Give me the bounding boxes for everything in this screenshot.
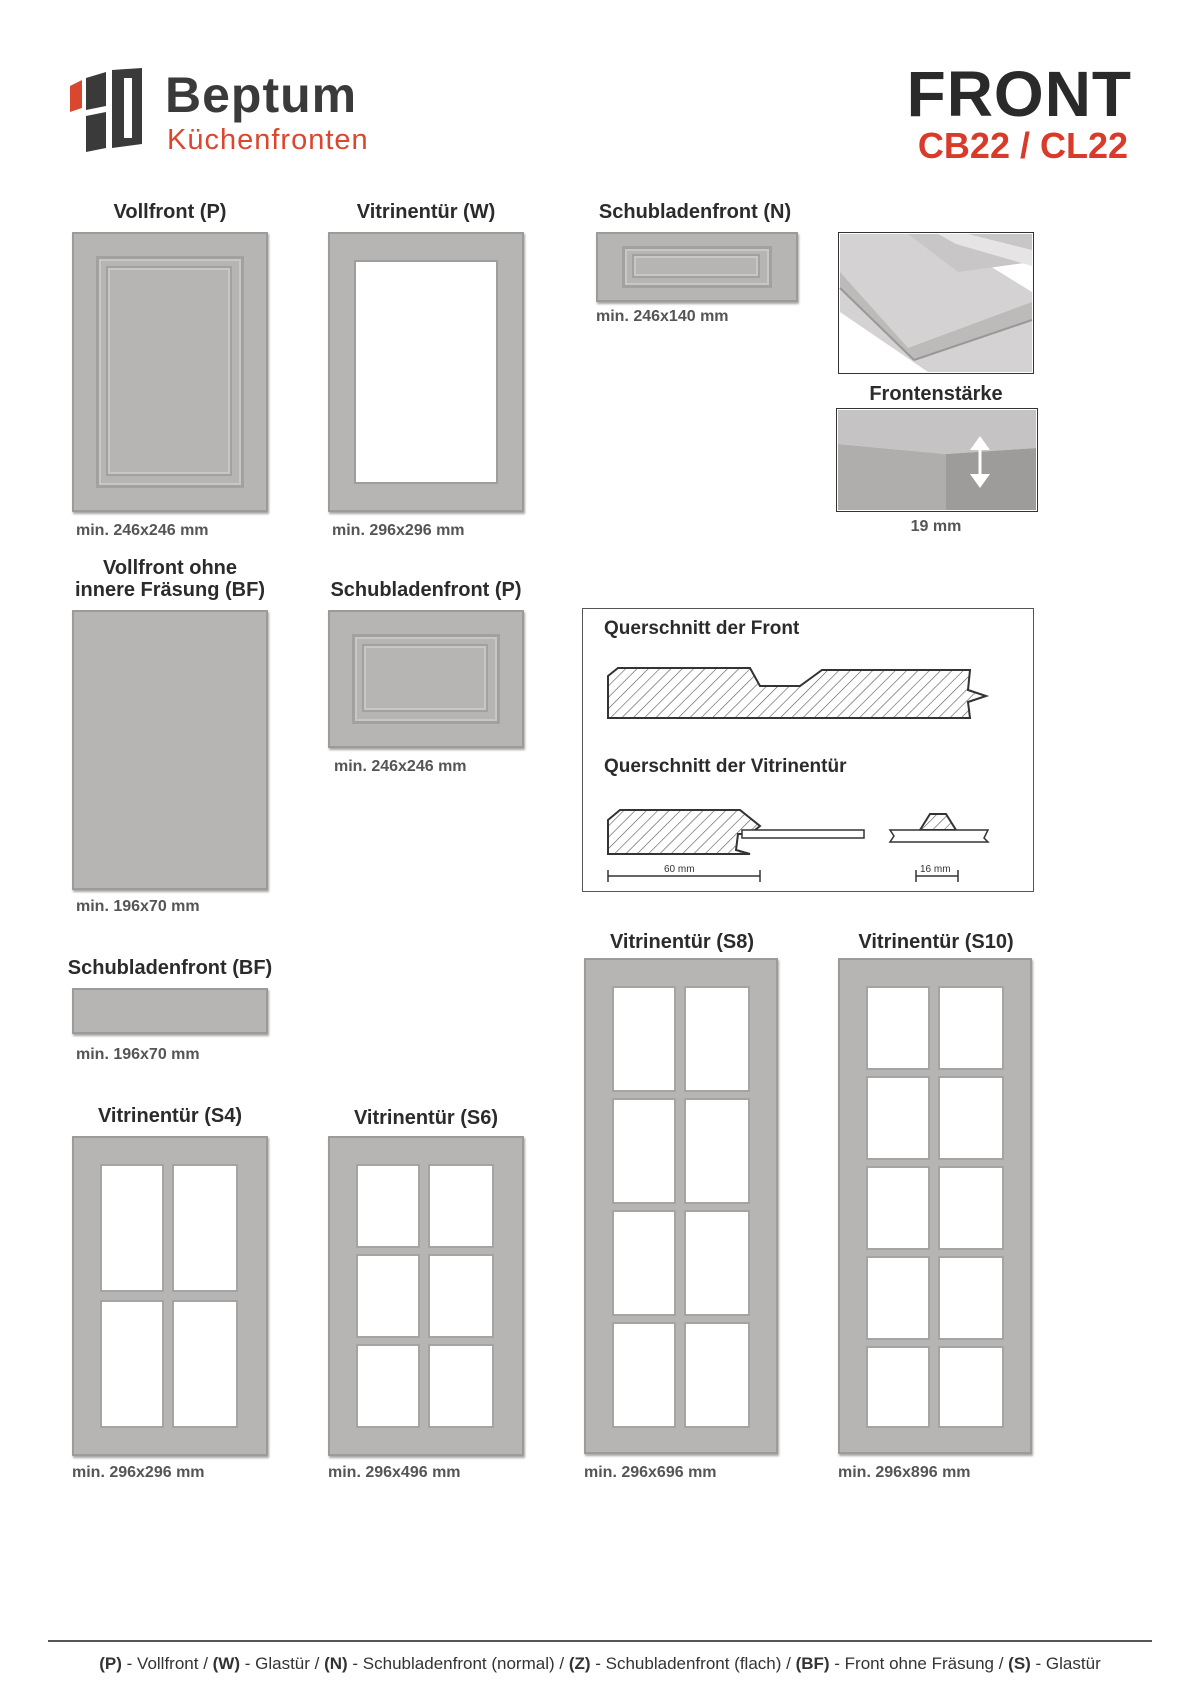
legend-code-z: (Z): [568, 1654, 591, 1673]
legend-code-n: (N): [324, 1654, 348, 1673]
page-title: FRONT: [906, 58, 1132, 130]
cross-section-vitrine-title: Querschnitt der Vitrinentür: [604, 756, 847, 777]
thickness-label: Frontenstärke: [869, 383, 1003, 405]
footer-divider: [48, 1640, 1152, 1642]
dim-schublade-n: min. 246x140 mm: [596, 308, 729, 325]
legend-text-p: - Vollfront /: [121, 1654, 213, 1673]
cross-section-dim-16: 16 mm: [920, 864, 951, 875]
dim-vitrine-s8: min. 296x696 mm: [584, 1464, 717, 1481]
legend-code-s: (S): [1008, 1654, 1031, 1673]
item-label-vitrine-w: Vitrinentür (W): [356, 201, 496, 223]
legend-text-z: - Schubladenfront (flach) /: [590, 1654, 796, 1673]
legend-code-w: (W): [212, 1654, 241, 1673]
item-label-vitrine-s4: Vitrinentür (S4): [97, 1105, 243, 1127]
item-label-vollfront-bf-line1: Vollfront ohne: [102, 557, 238, 579]
front-vitrine-s6: [328, 1136, 524, 1456]
item-label-schublade-p: Schubladenfront (P): [330, 579, 522, 601]
front-vitrine-s8: [584, 958, 778, 1454]
item-label-schublade-bf: Schubladenfront (BF): [67, 957, 273, 979]
dim-vitrine-w: min. 296x296 mm: [332, 522, 465, 539]
dim-schublade-p: min. 246x246 mm: [334, 758, 467, 775]
item-label-schublade-n: Schubladenfront (N): [598, 201, 792, 223]
cross-section-vitrine-drawing: [607, 809, 990, 882]
brand-subtitle: Küchenfronten: [167, 124, 369, 156]
footer-legend: (P) - Vollfront / (W) - Glastür / (N) - …: [0, 1654, 1200, 1674]
cross-section-dim-60: 60 mm: [664, 864, 695, 875]
cross-section-front-title: Querschnitt der Front: [604, 618, 800, 639]
dim-vollfront-bf: min. 196x70 mm: [76, 898, 200, 915]
cross-section-front-drawing: [607, 667, 990, 719]
front-vitrine-s10: [838, 958, 1032, 1454]
brand-name: Beptum: [165, 67, 358, 123]
front-vitrine-s4: [72, 1136, 268, 1456]
legend-code-p: (P): [99, 1654, 122, 1673]
dim-vitrine-s4: min. 296x296 mm: [72, 1464, 205, 1481]
legend-text-n: - Schubladenfront (normal) /: [347, 1654, 569, 1673]
front-schublade-n: [596, 232, 798, 302]
front-vollfront-bf: [72, 610, 268, 890]
item-label-vitrine-s8: Vitrinentür (S8): [609, 931, 755, 953]
thickness-value: 19 mm: [910, 518, 962, 535]
front-vitrine-w: [328, 232, 524, 512]
front-schublade-bf: [72, 988, 268, 1034]
front-vollfront-p: [72, 232, 268, 512]
dim-vollfront-p: min. 246x246 mm: [76, 522, 209, 539]
logo-icon: [70, 68, 142, 152]
item-label-vitrine-s6: Vitrinentür (S6): [353, 1107, 499, 1129]
item-label-vollfront-p: Vollfront (P): [113, 201, 227, 223]
front-schublade-p: [328, 610, 524, 748]
legend-text-w: - Glastür /: [240, 1654, 325, 1673]
product-code: CB22 / CL22: [917, 125, 1128, 166]
legend-text-bf: - Front ohne Fräsung /: [829, 1654, 1009, 1673]
legend-text-s: - Glastür: [1030, 1654, 1101, 1673]
corner-detail-image: [838, 232, 1034, 374]
thickness-image: [836, 408, 1038, 512]
dim-vitrine-s10: min. 296x896 mm: [838, 1464, 971, 1481]
item-label-vitrine-s10: Vitrinentür (S10): [858, 931, 1014, 953]
dim-schublade-bf: min. 196x70 mm: [76, 1046, 200, 1063]
item-label-vollfront-bf-line2: innere Fräsung (BF): [74, 579, 265, 601]
dim-vitrine-s6: min. 296x496 mm: [328, 1464, 461, 1481]
legend-code-bf: (BF): [795, 1654, 830, 1673]
